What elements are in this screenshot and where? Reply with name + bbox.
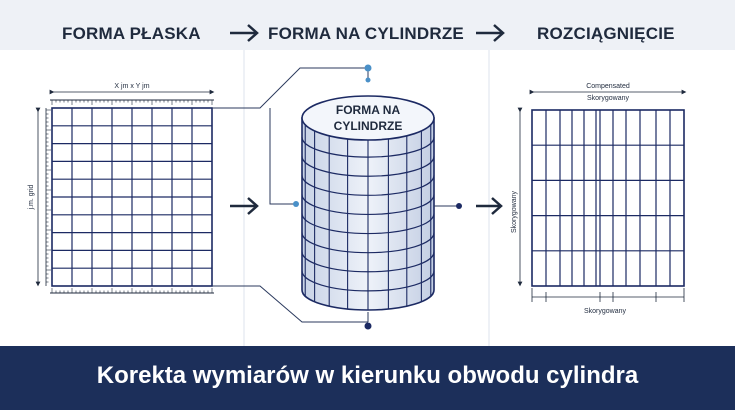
flat-top-dimension-label: X jm x Y jm [114, 83, 149, 90]
cylinder-label-line2: CYLINDRZE [334, 119, 403, 133]
stretch-bottom-dimension: Skorygowany [531, 288, 685, 315]
cylinder: FORMA NA CYLINDRZE [301, 95, 435, 311]
diagram-canvas: X jm x Y jm j.m. grid FORMA NA [28, 64, 687, 330]
connector-dot [364, 322, 372, 330]
cylinder-output-connector [434, 203, 462, 209]
stretch-top-dimension-sublabel: Skorygowany [587, 95, 630, 102]
footer-caption: Korekta wymiarów w kierunku obwodu cylin… [96, 362, 639, 389]
flat-top-dimension: X jm x Y jm [49, 83, 215, 95]
stretch-top-dimension-label: Compensated [586, 83, 630, 90]
flat-bottom-ruler [50, 288, 214, 294]
stretch-grid [531, 109, 685, 287]
flat-side-dimension-label: j.m. grid [28, 184, 35, 210]
arrow-right-icon [230, 24, 259, 42]
stretch-side-dimension-label: Skorygowany [511, 190, 518, 233]
stretch-side-dimension: Skorygowany [511, 107, 523, 287]
connector-dot [365, 77, 371, 83]
stretch-title: ROZCIĄGNIĘCIE [537, 24, 675, 43]
flat-form-title: FORMA PŁASKA [62, 24, 201, 43]
arrow-right-icon [476, 24, 505, 42]
header-bar: FORMA PŁASKA FORMA NA CYLINDRZE ROZCIĄGN… [0, 0, 735, 50]
arrow-right-icon [476, 197, 503, 215]
footer-banner: Korekta wymiarów w kierunku obwodu cylin… [0, 346, 735, 410]
stretch-bottom-dimension-label: Skorygowany [584, 308, 627, 315]
cylinder-label-line1: FORMA NA [336, 103, 401, 117]
cylinder-form-title: FORMA NA CYLINDRZE [268, 24, 464, 43]
flat-grid [51, 107, 213, 287]
arrow-right-icon [230, 197, 259, 215]
flat-side-dimension: j.m. grid [28, 107, 51, 287]
cylinder-top [301, 95, 435, 141]
connector-dot [364, 64, 372, 72]
stretch-top-dimension: Compensated Skorygowany [529, 83, 687, 102]
flat-top-ruler [50, 99, 214, 105]
connector-dot [293, 201, 299, 207]
